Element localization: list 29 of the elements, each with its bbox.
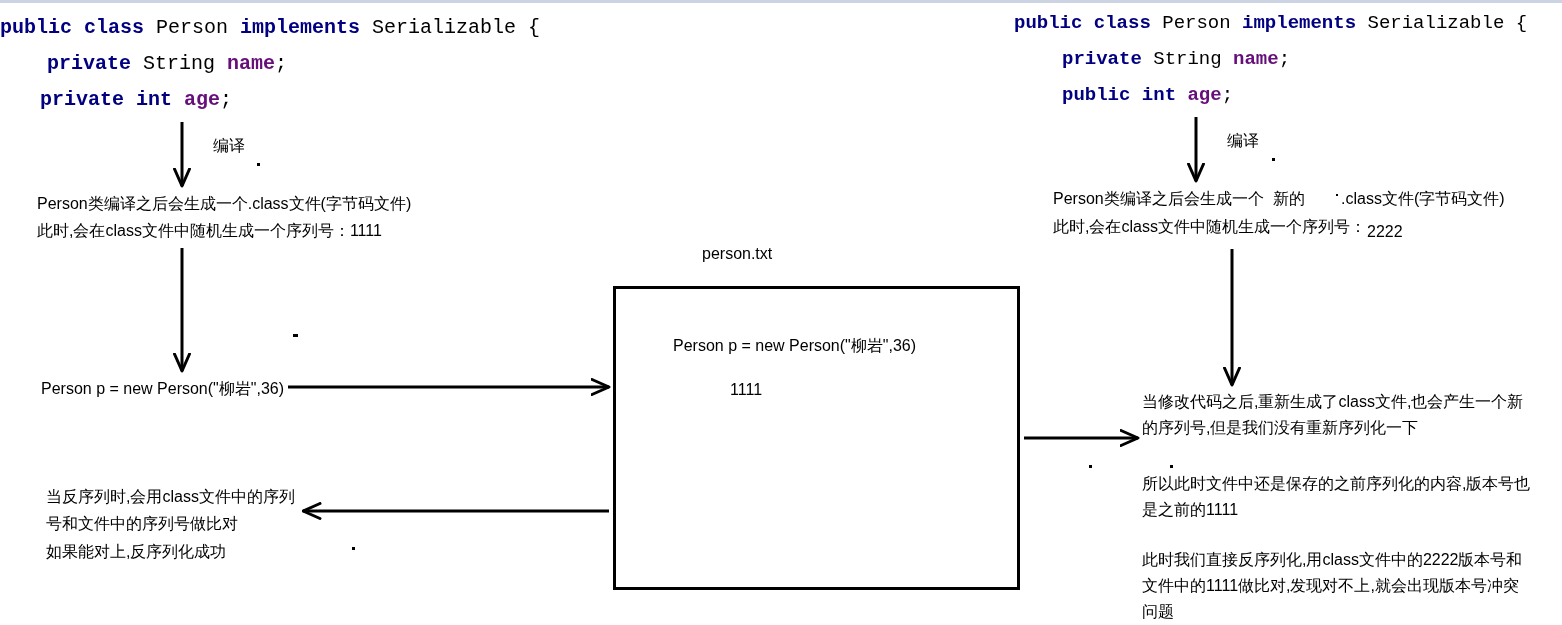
note-text: 如果能对上,反序列化成功	[46, 542, 227, 562]
arrow	[1223, 249, 1241, 387]
note-text: 新的	[1273, 189, 1305, 209]
code-line: private int age;	[40, 87, 233, 113]
serial-number: 1111	[730, 380, 763, 400]
code-line: public class Person implements Serializable {	[0, 15, 541, 41]
arrow	[173, 122, 191, 188]
file-name: person.txt	[702, 244, 773, 264]
serial-number: 2222	[1367, 222, 1403, 242]
note-text: 此时,会在class文件中随机生成一个序列号：	[1053, 217, 1366, 237]
note-text: 此时我们直接反序列化,用class文件中的2222版本号和文件中的1111做比对,发现对不上,就会出现版本号冲突问题	[1142, 550, 1524, 622]
code-line: public class Person implements Serializable {	[1014, 11, 1528, 36]
code-line: public int age;	[1062, 83, 1234, 108]
note-text: .class文件(字节码文件)	[1341, 189, 1505, 209]
arrow	[1187, 117, 1205, 183]
file-content: Person p = new Person("柳岩",36)	[673, 336, 917, 356]
note-text: 此时,会在class文件中随机生成一个序列号：1111	[37, 221, 382, 241]
note-text: 当反序列时,会用class文件中的序列号和文件中的序列号做比对	[46, 487, 296, 534]
note-text: Person类编译之后会生成一个.class文件(字节码文件)	[37, 194, 412, 214]
arrow	[173, 248, 191, 373]
code-line: private String name;	[1062, 47, 1291, 72]
code-line: private String name;	[47, 51, 288, 77]
arrow	[1024, 429, 1140, 447]
note-text: 所以此时文件中还是保存的之前序列化的内容,版本号也是之前的1111	[1142, 474, 1532, 520]
code-text: Person p = new Person("柳岩",36)	[41, 379, 285, 399]
arrow	[288, 378, 611, 396]
arrow	[301, 502, 609, 520]
note-text: Person类编译之后会生成一个	[1053, 189, 1264, 209]
note-text: 当修改代码之后,重新生成了class文件,也会产生一个新的序列号,但是我们没有重新序列化一下	[1142, 392, 1525, 438]
